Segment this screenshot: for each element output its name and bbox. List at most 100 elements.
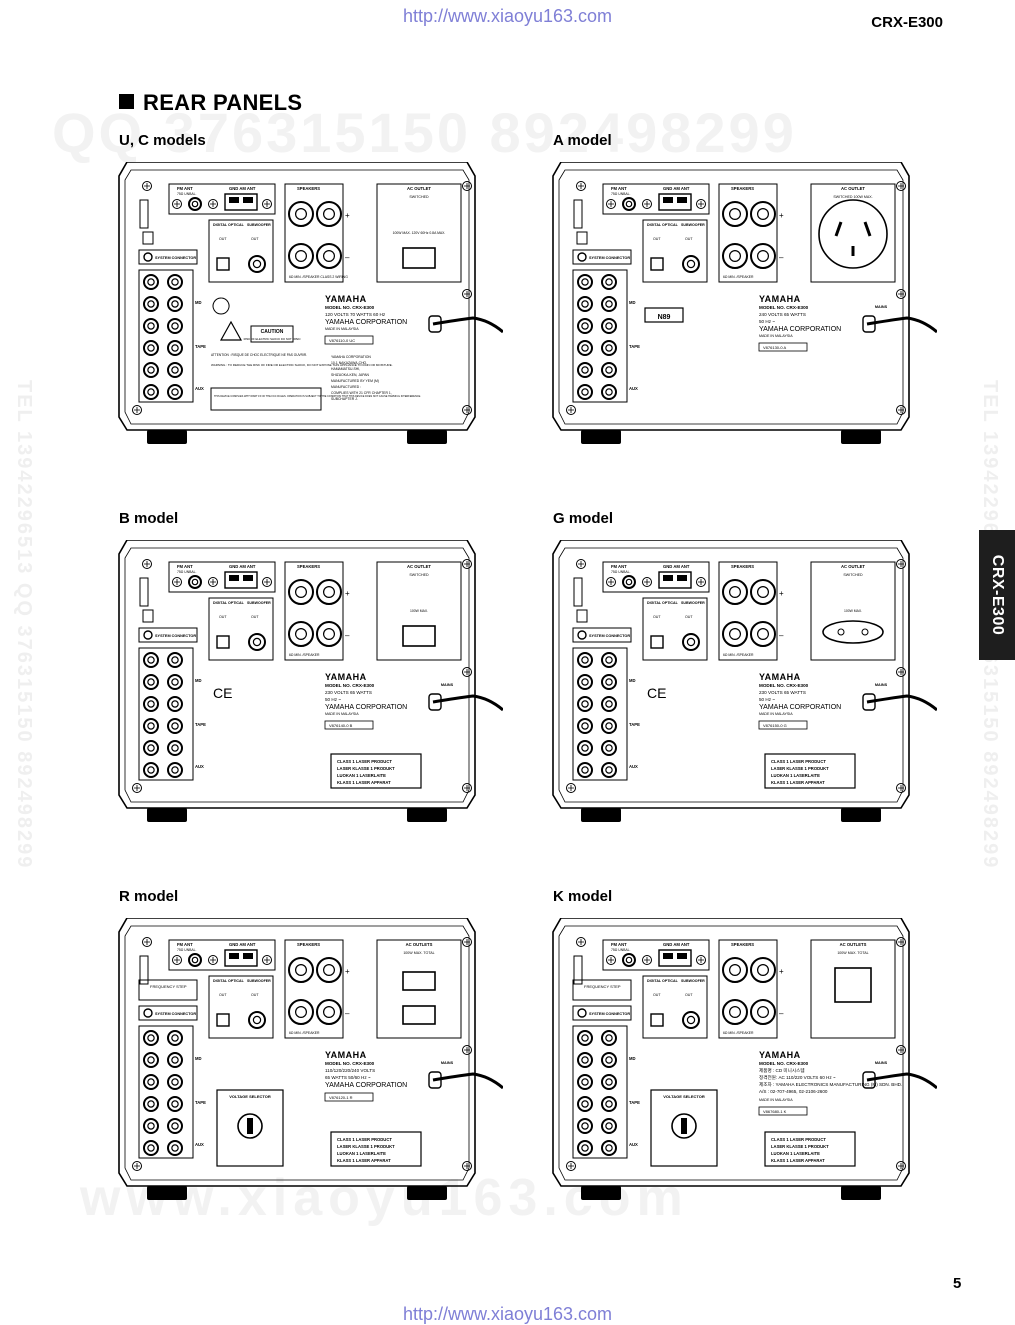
foot-right — [841, 808, 881, 822]
subwoofer-label: SUBWOOFER — [681, 223, 705, 227]
ac-outlet-note: SWITCHED — [843, 573, 863, 577]
system-connector-box — [138, 627, 198, 643]
rca-jack-icon — [601, 1074, 617, 1090]
cabinet-outline — [552, 162, 910, 431]
plus-sign: + — [779, 967, 784, 976]
foot-left — [581, 430, 621, 444]
rca-jack-icon — [316, 999, 342, 1025]
version-label: V876110-0 UC — [329, 338, 355, 343]
rca-jack-core — [605, 722, 613, 730]
screw-slot — [210, 957, 216, 963]
screw-icon — [576, 181, 586, 191]
screw-slot — [464, 183, 470, 189]
screw-slot — [698, 201, 704, 207]
screw-slot — [578, 939, 584, 945]
rca-jack-core — [605, 700, 613, 708]
ac-outlet-label: AC OUTLET — [841, 186, 865, 191]
rca-jack-core — [605, 1034, 613, 1042]
screw-slot — [174, 579, 180, 585]
version-box — [324, 335, 374, 345]
rating-line: A/S : 02-707-4965, 02-2106-2600 — [759, 1089, 828, 1094]
rca-jack-icon — [577, 718, 593, 734]
rca-jack-icon — [143, 652, 159, 668]
voltage-selector-icon — [237, 1113, 263, 1139]
voltage-selector-label: VOLTAGE SELECTOR — [663, 1094, 705, 1099]
mains-cord — [432, 694, 503, 712]
screw-icon — [462, 289, 472, 299]
screw-slot — [210, 201, 216, 207]
rca-jack-core — [686, 259, 696, 269]
footer-url[interactable]: http://www.xiaoyu163.com — [402, 1304, 613, 1324]
version-label: V867680-1 K — [763, 1109, 787, 1114]
rca-jack-icon — [577, 274, 593, 290]
panel-label-r: R model — [119, 888, 179, 905]
foot-left — [581, 1186, 621, 1200]
system-connector-icon — [143, 1008, 153, 1018]
rca-jack-icon — [601, 1096, 617, 1112]
jack-label-md: MD — [629, 678, 636, 683]
rca-jack-core — [171, 722, 179, 730]
jack-label-aux: AUX — [629, 764, 638, 769]
laser-label-box — [330, 753, 422, 789]
ac-outlet-note: SWITCHED 100W MAX. — [833, 195, 872, 199]
speakers-label: SPEAKERS — [731, 564, 754, 569]
rca-jack-core — [605, 1078, 613, 1086]
rca-jack-core — [581, 322, 589, 330]
fm-ohm-label: 75Ω UNBAL. — [177, 192, 197, 196]
screw-slot — [464, 669, 470, 675]
jack-label-tape: TAPE — [195, 344, 206, 349]
rca-jack-icon — [316, 957, 342, 983]
gnd-am-label: GND AM ANT — [663, 564, 690, 569]
screw-slot — [568, 407, 574, 413]
rca-jack-icon — [601, 674, 617, 690]
rca-jack-icon — [577, 296, 593, 312]
screw-icon — [896, 937, 906, 947]
screw-slot — [898, 407, 904, 413]
fm-ohm-label: 75Ω UNBAL. — [177, 570, 197, 574]
rca-jack-core — [295, 207, 308, 220]
header-url[interactable]: http://www.xiaoyu163.com — [402, 6, 613, 26]
system-connector-label: SYSTEM CONNECTOR — [155, 256, 196, 260]
speakers-label: SPEAKERS — [731, 186, 754, 191]
warning-text: WARNING : TO REDUCE THE RISK OF FIRE OR … — [211, 363, 393, 367]
rca-jack-core — [323, 207, 336, 220]
screw-icon — [208, 955, 218, 965]
ac-outlet-block — [376, 561, 462, 661]
ac-outlet-block — [376, 183, 462, 283]
rca-jack-icon — [601, 1030, 617, 1046]
screw-slot — [144, 183, 150, 189]
screw-slot — [464, 1163, 470, 1169]
fm-ant-label: FM ANT — [177, 186, 193, 191]
rca-jack-icon — [601, 296, 617, 312]
rca-jack-icon — [167, 696, 183, 712]
screw-icon — [132, 1161, 142, 1171]
screw-slot — [698, 579, 704, 585]
screw-icon — [696, 955, 706, 965]
rca-jack-core — [147, 1144, 155, 1152]
rca-jack-core — [625, 956, 633, 964]
laser-label-line: LUOKAN 1 LASERLAITE — [337, 773, 386, 778]
am-terminal-icon — [658, 571, 692, 589]
rca-jack-core — [147, 766, 155, 774]
cord-bushing — [428, 1071, 442, 1089]
au-socket-pins — [834, 221, 872, 256]
rca-jack-core — [729, 627, 742, 640]
screw-slot — [134, 1163, 140, 1169]
yamaha-logo: YAMAHA — [759, 672, 801, 682]
ac-outlet-note: SWITCHED — [409, 195, 429, 199]
rca-jack-core — [252, 1015, 262, 1025]
rca-jack-core — [191, 956, 199, 964]
optical-port-icon — [216, 635, 230, 649]
rca-jack-icon — [143, 318, 159, 334]
rca-jack-core — [171, 744, 179, 752]
cabinet-inner — [558, 169, 904, 425]
rca-jack-icon — [622, 197, 636, 211]
rca-jack-core — [729, 1005, 742, 1018]
screw-icon — [462, 405, 472, 415]
antenna-block — [602, 183, 710, 215]
screw-icon — [462, 1045, 472, 1055]
rca-jack-core — [323, 585, 336, 598]
